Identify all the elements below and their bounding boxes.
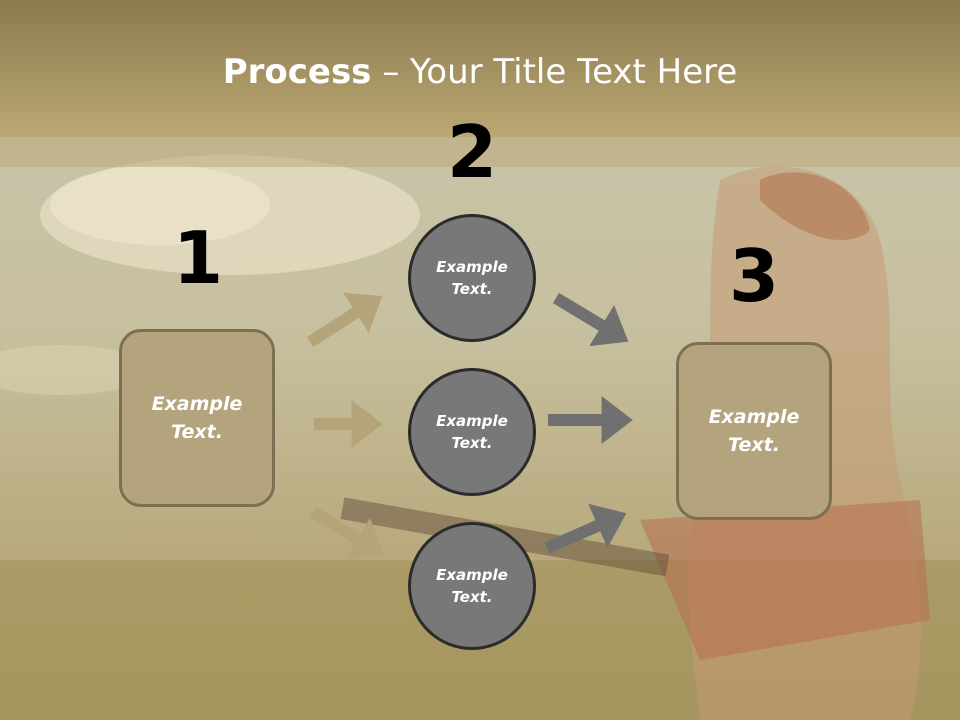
arrow-bottom-to-right (544, 503, 627, 554)
step-number-2: 2 (446, 110, 498, 194)
step-number-3: 3 (728, 234, 780, 318)
right-box-text: Example Text. (708, 405, 800, 457)
slide-title-rest: – Your Title Text Here (371, 52, 738, 92)
arrow-top-to-right (552, 292, 629, 347)
circle-top-text: Example Text. (436, 257, 508, 299)
circle-middle-text: Example Text. (436, 411, 508, 453)
slide-title-bold: Process (222, 52, 372, 92)
right-box: Example Text. (676, 342, 832, 520)
circle-bottom-text: Example Text. (436, 565, 508, 607)
slide-title: Process – Your Title Text Here (0, 52, 960, 92)
title-bar (0, 0, 960, 137)
title-band (0, 137, 960, 167)
left-box: Example Text. (119, 329, 275, 507)
left-box-text: Example Text. (151, 392, 243, 444)
circle-top: Example Text. (408, 214, 536, 342)
circle-bottom: Example Text. (408, 522, 536, 650)
arrow-left-to-bottom (309, 506, 385, 560)
arrow-left-to-top (306, 292, 383, 348)
step-number-1: 1 (172, 216, 224, 300)
circle-middle: Example Text. (408, 368, 536, 496)
